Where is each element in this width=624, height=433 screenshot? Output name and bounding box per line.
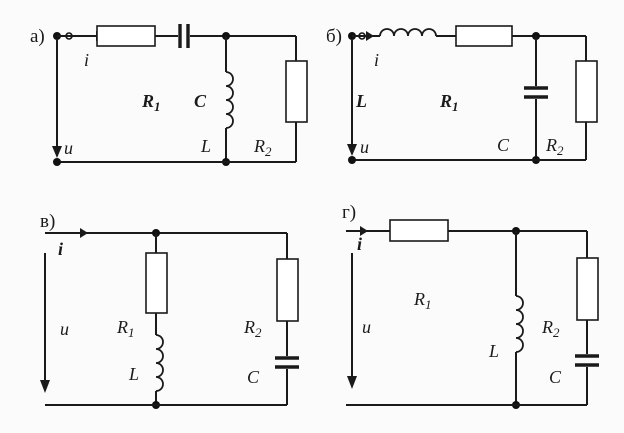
circuit-v-resistor-r2 (276, 258, 299, 322)
circuit-b-output-terminal (348, 156, 356, 164)
circuit-g-tag: г) (342, 202, 356, 223)
circuit-g-voltage-arrow (347, 376, 357, 389)
circuit-b-inductor (379, 28, 437, 37)
circuit-b-tag: б) (326, 26, 342, 47)
circuit-a-resistor-r2 (285, 60, 308, 123)
circuit-b-c-label: C (497, 135, 510, 155)
circuit-b: б) i u L R1 C R2 (326, 25, 598, 164)
circuit-a-resistor-r1 (96, 25, 156, 47)
circuit-a-inductor (225, 71, 234, 129)
circuit-a-voltage-arrow (52, 146, 62, 158)
circuit-g-current-arrow (360, 226, 368, 236)
circuit-g-resistor-r1 (389, 219, 449, 242)
circuit-v-current-label: i (58, 239, 63, 259)
circuit-v-current-arrow (80, 228, 88, 238)
circuit-g-current-label: i (357, 234, 362, 254)
circuit-a-output-terminal (53, 158, 61, 166)
circuit-g: г) i u R1 L R2 C (342, 202, 599, 409)
circuit-v-tag: в) (40, 211, 55, 232)
circuit-a-current-label: i (84, 50, 89, 70)
circuit-v-resistor-r1 (145, 252, 168, 314)
circuit-a-tag: а) (30, 26, 45, 47)
circuit-b-current-arrow (366, 31, 374, 41)
circuit-v-c-label: C (247, 367, 260, 387)
circuit-b-r2-label: R2 (545, 135, 564, 158)
circuit-b-current-label: i (374, 50, 379, 70)
circuit-b-resistor-r2 (575, 60, 598, 123)
circuit-g-resistor-r2 (576, 257, 599, 321)
circuit-a-l-label: L (200, 136, 211, 156)
circuit-v-l-label: L (128, 364, 139, 384)
circuit-a-c-label: C (194, 91, 207, 111)
circuit-b-voltage-label: u (360, 137, 369, 157)
circuit-v-r2-label: R2 (243, 317, 262, 340)
circuit-v-voltage-arrow (40, 380, 50, 393)
circuit-a-voltage-label: u (64, 138, 73, 158)
circuit-v-r1-label: R1 (116, 317, 135, 340)
circuit-b-l-label: L (355, 91, 367, 111)
circuit-g-r2-label: R2 (541, 317, 560, 340)
circuit-a-r1-label: R1 (141, 91, 161, 114)
circuit-g-l-label: L (488, 341, 499, 361)
circuit-g-voltage-label: u (362, 317, 371, 337)
circuit-g-inductor (515, 295, 524, 353)
circuit-b-resistor-r1 (455, 25, 513, 47)
circuit-v-voltage-label: u (60, 319, 69, 339)
circuit-a: а) i u R1 C L R2 (30, 24, 308, 166)
circuit-v-inductor (155, 334, 164, 392)
circuit-v: в) i u R1 L R2 C (40, 211, 299, 409)
circuit-g-r1-label: R1 (413, 289, 432, 312)
circuit-b-r1-label: R1 (439, 91, 459, 114)
circuit-g-c-label: C (549, 367, 562, 387)
circuit-b-voltage-arrow (347, 144, 357, 156)
circuit-a-r2-label: R2 (253, 136, 272, 159)
